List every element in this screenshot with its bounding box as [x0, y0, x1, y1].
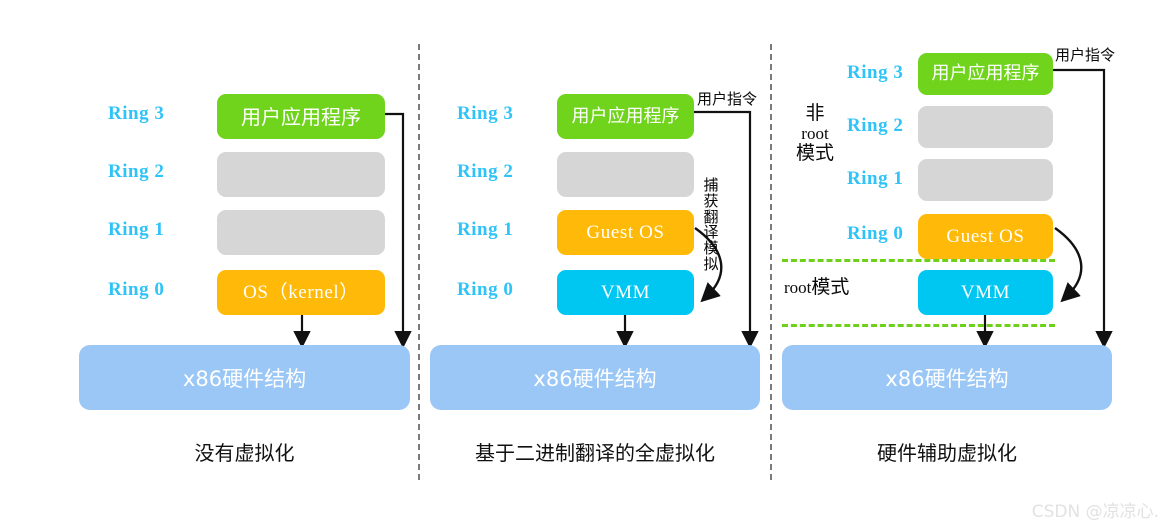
panel2-hardware-bar[interactable]: x86硬件结构 — [430, 345, 760, 410]
panel2-ring-label-0: Ring 0 — [457, 279, 514, 300]
panel1-caption: 没有虚拟化 — [194, 441, 295, 465]
panel3-ring-label-0: Ring 0 — [847, 223, 904, 244]
panel2-annot-line-3: 模拟 — [703, 239, 719, 273]
panel2-annot-line-2: 翻译 — [703, 207, 719, 242]
panel1-ring-label-2: Ring 2 — [108, 161, 165, 182]
panel3-ring-label-1: Ring 1 — [847, 168, 904, 189]
panel1-ring-label-3: Ring 3 — [108, 103, 165, 124]
panel3-box-user-application[interactable]: 用户应用程序 — [918, 53, 1053, 95]
panel1-box-ring2-empty[interactable] — [217, 152, 385, 197]
non-root-label-line-3: 模式 — [795, 142, 834, 165]
panel2-box-user-application[interactable]: 用户应用程序 — [557, 94, 694, 139]
panel3-app-to-hardware-arrow — [1053, 68, 1113, 349]
panel3-non-root-mode-label: 非 root 模式 — [786, 102, 844, 165]
root-mode-label-en: root — [784, 278, 812, 297]
panel-divider-right — [770, 44, 772, 480]
panel3-box-vmm[interactable]: VMM — [918, 270, 1053, 315]
panel3-trap-curve-arrow — [1054, 227, 1083, 303]
panel3-caption: 硬件辅助虚拟化 — [877, 441, 1017, 465]
non-root-label-line-2: root — [801, 124, 829, 144]
panel1-app-to-hardware-arrow — [385, 112, 412, 349]
panel1-box-os-kernel[interactable]: OS（kernel） — [217, 270, 385, 315]
root-mode-label-cn: 模式 — [811, 276, 850, 298]
non-root-label-line-1: 非 — [805, 102, 825, 124]
panel3-ring-label-2: Ring 2 — [847, 115, 904, 136]
panel2-annotation-trap-translate-emulate: 捕获 翻译 模拟 — [700, 176, 722, 273]
panel2-annotation-user-instruction: 用户指令 — [697, 90, 758, 108]
panel2-box-ring2-empty[interactable] — [557, 152, 694, 197]
panel-divider-left — [418, 44, 420, 480]
panel3-box-ring2-empty[interactable] — [918, 106, 1053, 148]
panel3-root-mode-label: root模式 — [784, 276, 850, 298]
panel3-annotation-user-instruction: 用户指令 — [1055, 46, 1116, 64]
panel2-ring-label-1: Ring 1 — [457, 219, 514, 240]
panel1-ring-label-0: Ring 0 — [108, 279, 165, 300]
panel2-ring-label-3: Ring 3 — [457, 103, 514, 124]
panel1-ring-label-1: Ring 1 — [108, 219, 165, 240]
panel1-box-user-application[interactable]: 用户应用程序 — [217, 94, 385, 139]
panel3-box-guest-os[interactable]: Guest OS — [918, 214, 1053, 259]
panel2-box-guest-os[interactable]: Guest OS — [557, 210, 694, 255]
panel3-hardware-bar[interactable]: x86硬件结构 — [782, 345, 1112, 410]
panel2-caption: 基于二进制翻译的全虚拟化 — [475, 441, 715, 465]
panel3-ring-label-3: Ring 3 — [847, 62, 904, 83]
csdn-watermark: CSDN @凉凉心. — [1031, 502, 1159, 522]
panel3-box-ring1-empty[interactable] — [918, 159, 1053, 201]
panel2-ring-label-2: Ring 2 — [457, 161, 514, 182]
panel3-non-root-mode-separator — [782, 259, 1055, 262]
panel1-box-ring1-empty[interactable] — [217, 210, 385, 255]
panel3-root-mode-separator — [782, 324, 1055, 327]
panel2-annot-line-1: 捕获 — [703, 176, 719, 210]
panel1-hardware-bar[interactable]: x86硬件结构 — [79, 345, 410, 410]
panel2-box-vmm[interactable]: VMM — [557, 270, 694, 315]
